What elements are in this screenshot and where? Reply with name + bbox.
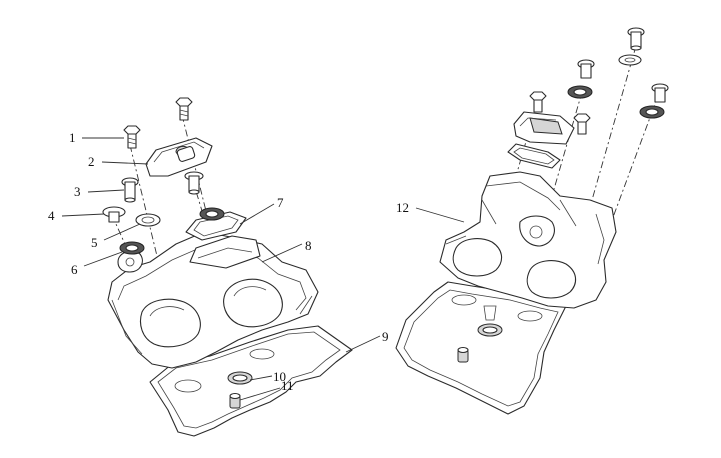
collar-bolt-right-a (627, 27, 645, 51)
valve-cover-right (439, 171, 617, 309)
collar-bolt-left-b (184, 171, 204, 195)
collar-bolt-right-c (651, 83, 669, 103)
callout-label: 9 (382, 329, 389, 344)
breather-cover-left (145, 137, 213, 177)
callout-10: 10 (249, 369, 286, 384)
grommet-right-a (567, 85, 593, 99)
callout-label: 2 (88, 154, 95, 169)
callout-12: 12 (396, 200, 465, 223)
callout-7: 7 (239, 195, 284, 225)
valve-cover-gasket-right (395, 281, 567, 415)
callout-label: 5 (91, 235, 98, 250)
collar-bolt-right-b (577, 59, 595, 79)
callout-1: 1 (69, 130, 124, 145)
washer-left-b (135, 213, 161, 227)
callout-6: 6 (71, 251, 123, 277)
bolt-right-b (573, 113, 591, 135)
callout-label: 6 (71, 262, 78, 277)
callout-label: 8 (305, 238, 312, 253)
callout-label: 3 (74, 184, 81, 199)
plug-seal-right (457, 346, 469, 363)
left-assembly (102, 97, 353, 437)
valve-cover-left (107, 231, 319, 369)
bolt-right-a (529, 91, 547, 113)
bolt-left-b (175, 97, 193, 121)
collar-bolt-left-a (121, 177, 139, 203)
callout-label: 7 (277, 195, 284, 210)
breather-seal-right (507, 143, 561, 169)
valve-cover-gasket-left (149, 325, 353, 437)
bolt-left-a (123, 125, 141, 149)
breather-seal-left (185, 211, 247, 241)
plug-seal-left (229, 392, 241, 409)
callout-8: 8 (261, 238, 312, 263)
callout-label: 10 (273, 369, 286, 384)
callout-2: 2 (88, 154, 149, 169)
breather-cover-right (513, 111, 575, 145)
callout-3: 3 (74, 184, 125, 199)
callout-label: 11 (281, 378, 294, 393)
grommet-right-b (639, 105, 665, 119)
washer-left-a (102, 206, 126, 223)
callout-label: 1 (69, 130, 76, 145)
grommet-left-b (199, 207, 225, 221)
grommet-left-a (119, 241, 145, 255)
callout-label: 4 (48, 208, 55, 223)
callout-11: 11 (239, 378, 294, 401)
callout-9: 9 (345, 329, 389, 353)
callout-5: 5 (91, 223, 141, 250)
washer-right-a (618, 54, 642, 66)
callout-label: 12 (396, 200, 409, 215)
right-assembly (395, 27, 669, 415)
callout-4: 4 (48, 208, 105, 223)
